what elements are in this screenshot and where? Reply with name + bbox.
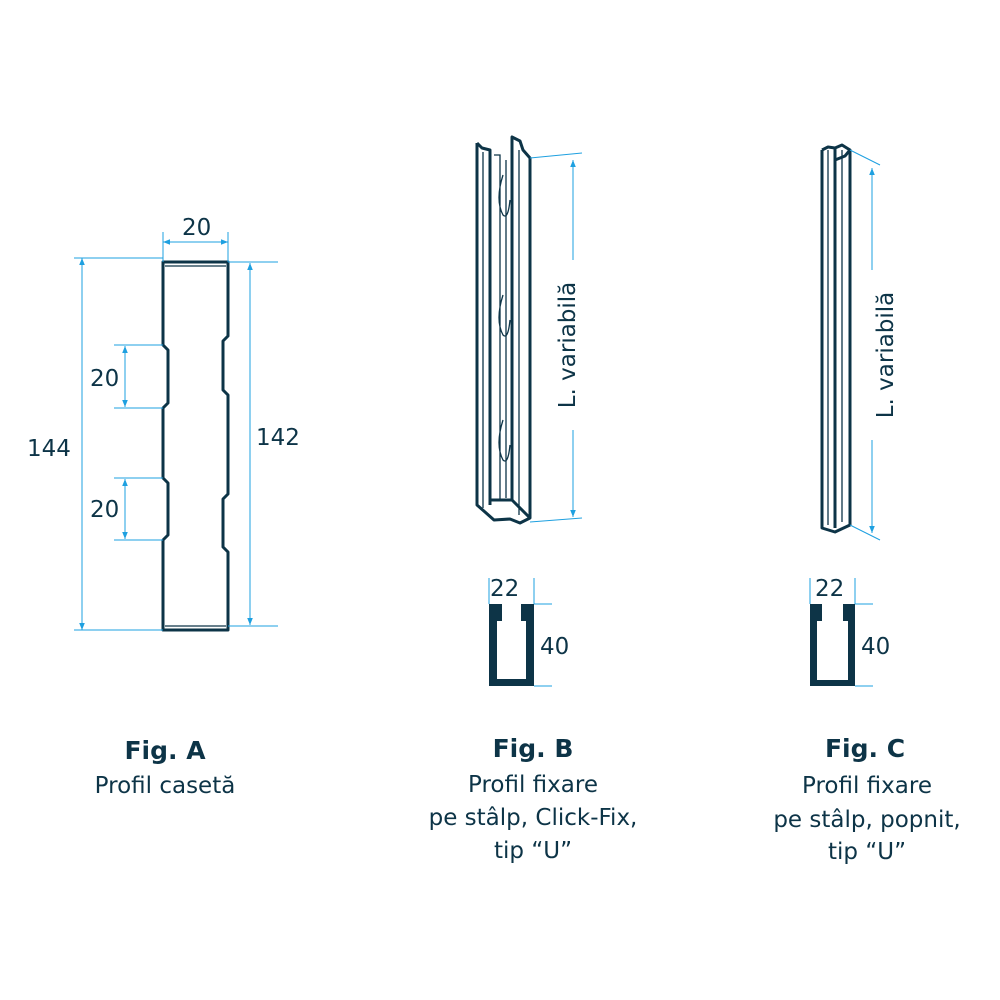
fig-b-drawing: L. variabilă 22 40 [475, 135, 585, 687]
fig-b-caption-line-2: pe stâlp, Click-Fix, [429, 805, 638, 831]
caseta-edge [165, 265, 226, 627]
dimension-lines-a [74, 232, 278, 631]
fig-b-caption-line-3: tip “U” [494, 838, 572, 864]
popnit-edges [827, 150, 843, 525]
dim-height-c: 40 [861, 634, 890, 660]
fig-c-title: Fig. C [825, 734, 905, 763]
dim-length-c: L. variabilă [873, 292, 899, 419]
fig-a-title: Fig. A [124, 736, 206, 765]
label-gap [551, 260, 585, 430]
fig-b-title: Fig. B [493, 734, 574, 763]
dim-inner-height-a: 142 [256, 425, 300, 451]
dim-length-b: L. variabilă [555, 282, 581, 409]
dim-notch-1-a: 20 [90, 366, 119, 392]
dim-width-b: 22 [490, 576, 519, 602]
dim-height-b: 40 [540, 634, 569, 660]
fig-c-caption-line-2: pe stâlp, popnit, [773, 807, 960, 833]
fig-a-drawing: 20 144 142 20 20 [27, 215, 300, 632]
click-fix-profile-outline [475, 135, 532, 525]
dim-notch-2-a: 20 [90, 497, 119, 523]
dim-width-c: 22 [815, 576, 844, 602]
label-gap [860, 270, 894, 440]
fig-c-drawing: L. variabilă 22 40 [809, 143, 899, 687]
u-profile-section-b [489, 604, 534, 686]
fig-b-caption-line-1: Profil fixare [468, 772, 598, 798]
dim-total-height-a: 144 [27, 436, 71, 462]
popnit-profile-outline [820, 143, 852, 534]
fig-c-caption-line-3: tip “U” [828, 839, 906, 865]
u-profile-section-c [810, 604, 855, 686]
caseta-profile-outline [161, 260, 230, 632]
click-fix-clips [482, 150, 520, 515]
fig-a-caption: Profil casetă [95, 773, 236, 799]
dim-width-a: 20 [182, 215, 211, 241]
fig-c-caption-line-1: Profil fixare [802, 773, 932, 799]
